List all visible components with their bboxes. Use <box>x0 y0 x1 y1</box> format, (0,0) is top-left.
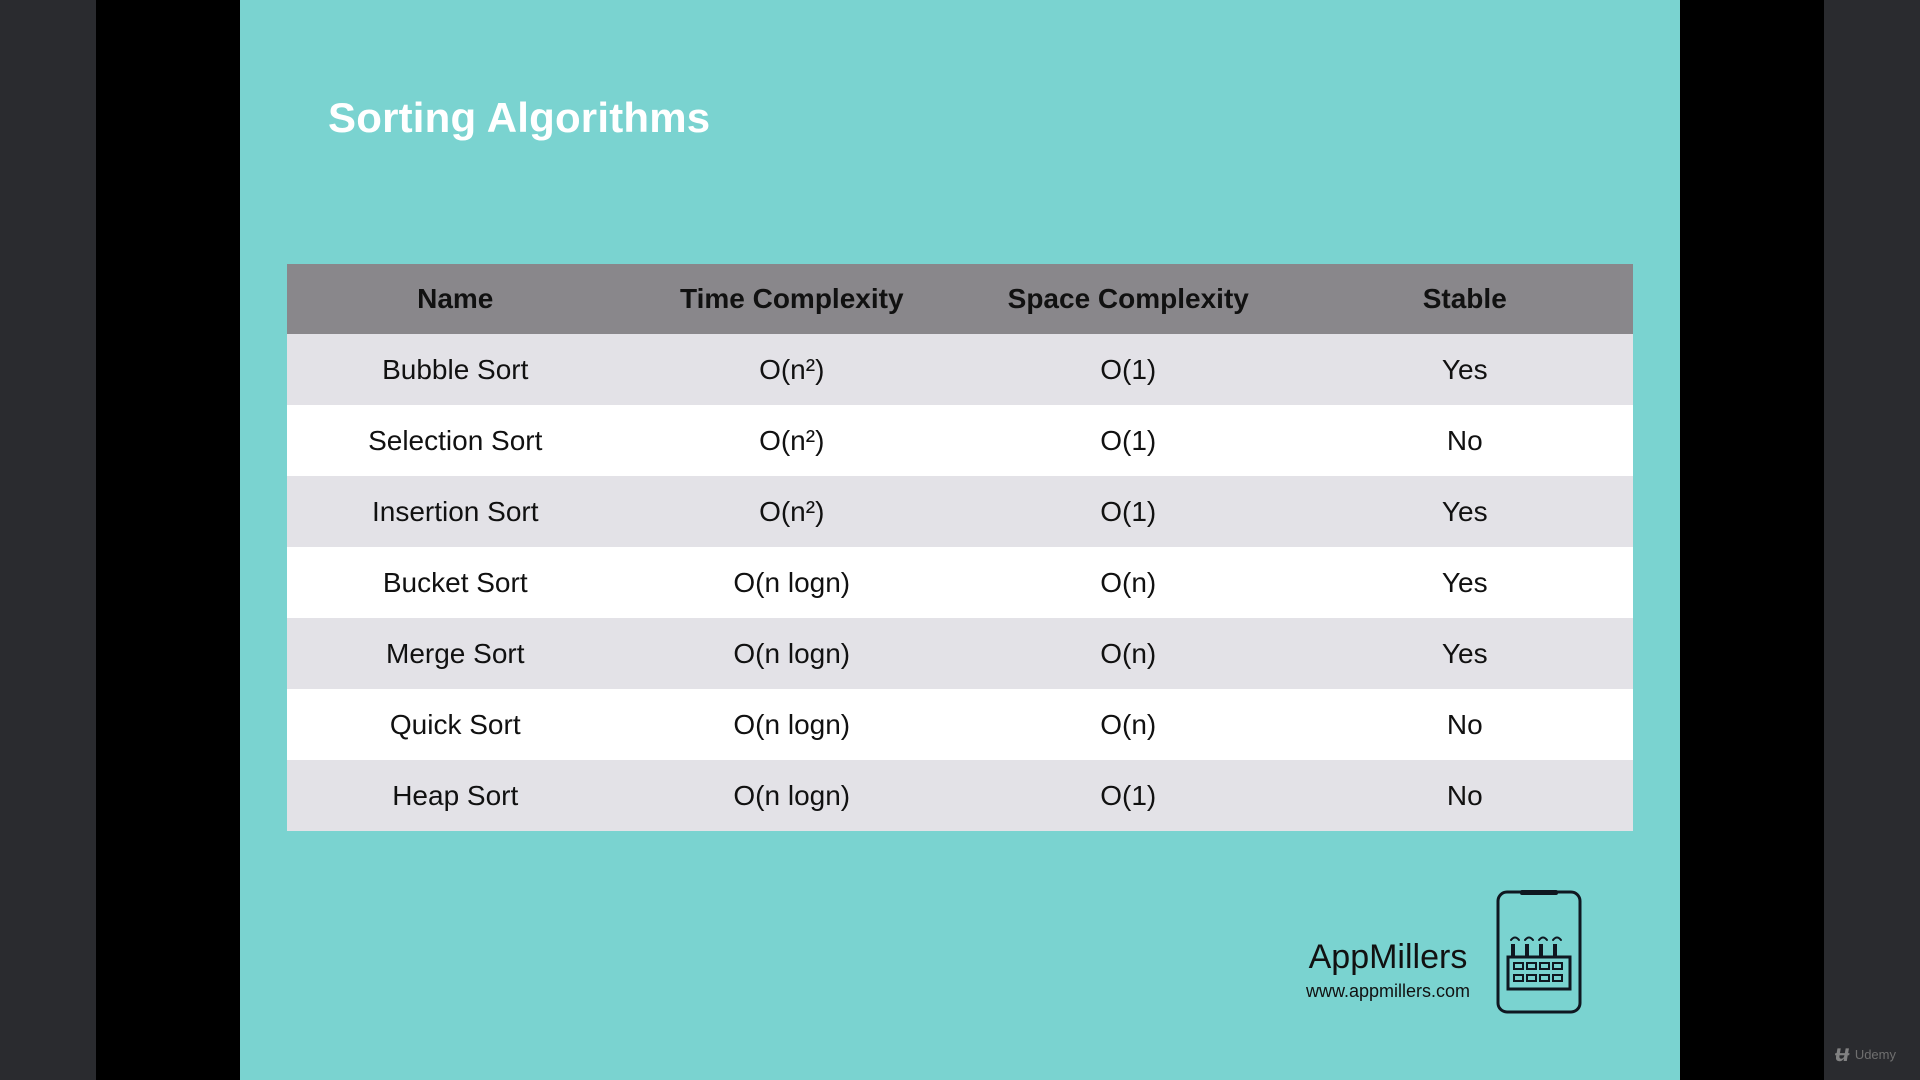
udemy-label: Udemy <box>1854 1046 1896 1062</box>
table-row: Bubble Sort O(n²) O(1) Yes <box>287 334 1633 405</box>
stable-cell: Yes <box>1296 334 1633 405</box>
udemy-watermark: ʉ Udemy <box>1832 1040 1896 1067</box>
right-letterbox-band <box>1824 0 1920 1080</box>
table-header-row: Name Time Complexity Space Complexity St… <box>287 264 1633 334</box>
appmillers-brand: AppMillers www.appmillers.com <box>1306 938 1470 1002</box>
space-complexity-cell: O(1) <box>960 476 1297 547</box>
presentation-slide: Sorting Algorithms Name Time Complexity … <box>240 0 1680 1080</box>
algorithm-name-cell: Merge Sort <box>287 618 624 689</box>
space-complexity-cell: O(n) <box>960 689 1297 760</box>
phone-factory-icon <box>1496 890 1582 1014</box>
space-complexity-cell: O(n) <box>960 547 1297 618</box>
time-complexity-cell: O(n logn) <box>623 547 960 618</box>
time-complexity-cell: O(n logn) <box>623 618 960 689</box>
brand-url: www.appmillers.com <box>1305 981 1470 1001</box>
stable-cell: Yes <box>1296 547 1633 618</box>
time-complexity-cell: O(n²) <box>623 334 960 405</box>
table-row: Selection Sort O(n²) O(1) No <box>287 405 1633 476</box>
time-complexity-cell: O(n²) <box>623 405 960 476</box>
algorithm-name-cell: Bucket Sort <box>287 547 624 618</box>
right-black-bar <box>1680 0 1824 1080</box>
brand-name: AppMillers <box>1308 938 1468 976</box>
sorting-algorithms-table: Name Time Complexity Space Complexity St… <box>287 264 1633 831</box>
left-letterbox-band <box>0 0 96 1080</box>
space-complexity-cell: O(1) <box>960 334 1297 405</box>
table-row: Heap Sort O(n logn) O(1) No <box>287 760 1633 831</box>
stable-cell: Yes <box>1296 618 1633 689</box>
table-body: Bubble Sort O(n²) O(1) Yes Selection Sor… <box>287 334 1633 831</box>
header-stable: Stable <box>1296 264 1633 334</box>
algorithm-name-cell: Heap Sort <box>287 760 624 831</box>
header-time-complexity: Time Complexity <box>623 264 960 334</box>
algorithm-name-cell: Insertion Sort <box>287 476 624 547</box>
table-row: Merge Sort O(n logn) O(n) Yes <box>287 618 1633 689</box>
stable-cell: No <box>1296 689 1633 760</box>
header-name: Name <box>287 264 624 334</box>
space-complexity-cell: O(1) <box>960 760 1297 831</box>
algorithm-name-cell: Quick Sort <box>287 689 624 760</box>
table-row: Quick Sort O(n logn) O(n) No <box>287 689 1633 760</box>
left-black-bar <box>96 0 240 1080</box>
table-row: Insertion Sort O(n²) O(1) Yes <box>287 476 1633 547</box>
algorithm-name-cell: Selection Sort <box>287 405 624 476</box>
header-space-complexity: Space Complexity <box>960 264 1297 334</box>
table-header: Name Time Complexity Space Complexity St… <box>287 264 1633 334</box>
time-complexity-cell: O(n logn) <box>623 760 960 831</box>
space-complexity-cell: O(n) <box>960 618 1297 689</box>
stable-cell: No <box>1296 760 1633 831</box>
stable-cell: No <box>1296 405 1633 476</box>
algorithm-name-cell: Bubble Sort <box>287 334 624 405</box>
sorting-algorithms-table-container: Name Time Complexity Space Complexity St… <box>287 264 1633 831</box>
table-row: Bucket Sort O(n logn) O(n) Yes <box>287 547 1633 618</box>
time-complexity-cell: O(n²) <box>623 476 960 547</box>
udemy-icon: ʉ <box>1832 1040 1853 1067</box>
time-complexity-cell: O(n logn) <box>623 689 960 760</box>
stable-cell: Yes <box>1296 476 1633 547</box>
space-complexity-cell: O(1) <box>960 405 1297 476</box>
slide-title: Sorting Algorithms <box>328 94 711 141</box>
